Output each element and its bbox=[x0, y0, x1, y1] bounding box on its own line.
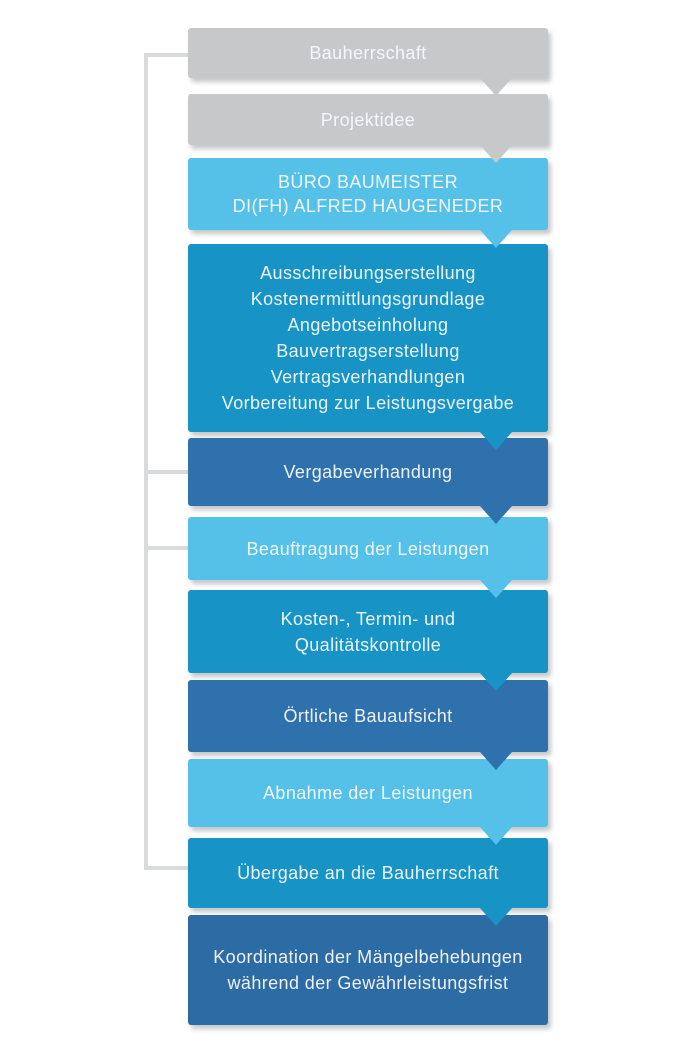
flow-box-label: Abnahme der Leistungen bbox=[263, 780, 473, 806]
flow-box-label-line: Vertragsverhandlungen bbox=[270, 367, 466, 387]
down-arrow-icon bbox=[480, 78, 512, 96]
flow-box-label: Koordination der Mängelbehebungen während… bbox=[213, 944, 522, 996]
down-arrow-icon bbox=[480, 580, 512, 598]
down-arrow-icon bbox=[480, 752, 512, 770]
flow-box-bauherrschaft: Bauherrschaft bbox=[188, 28, 548, 96]
flow-box-label-line: Qualitätskontrolle bbox=[294, 634, 442, 655]
flow-box-label-line: Bauvertragserstellung bbox=[276, 341, 460, 361]
down-arrow-icon bbox=[480, 506, 512, 524]
connector-branch-beauftragung bbox=[144, 546, 188, 550]
flow-box-label-line: BÜRO BAUMEISTER bbox=[277, 172, 458, 192]
flow-box-label-line: Örtliche Bauaufsicht bbox=[283, 706, 453, 726]
flow-box-bauaufsicht: Örtliche Bauaufsicht bbox=[188, 680, 548, 770]
flow-box-label-line: Projektidee bbox=[320, 109, 416, 130]
flow-box-buero-baumeister: BÜRO BAUMEISTER DI(FH) ALFRED HAUGENEDER bbox=[188, 158, 548, 248]
flow-box-label: Vergabeverhandung bbox=[284, 459, 453, 485]
flow-box-label-line: Abnahme der Leistungen bbox=[263, 783, 473, 803]
flow-box-label-line: Kostenermittlungsgrundlage bbox=[250, 289, 486, 309]
flow-box-label: Übergabe an die Bauherrschaft bbox=[237, 860, 499, 886]
flow-box-label: Projektidee bbox=[321, 107, 415, 133]
flow-box-label-line: Vergabeverhandung bbox=[283, 462, 453, 482]
flow-box-label-line: Kosten-, Termin- und bbox=[280, 608, 456, 629]
flow-box-maengelbehebung: Koordination der Mängelbehebungen während… bbox=[188, 915, 548, 1025]
connector-branch-uebergabe bbox=[144, 866, 188, 870]
flow-box-label-line: DI(FH) ALFRED HAUGENEDER bbox=[232, 196, 504, 216]
flow-box-label: Bauherrschaft bbox=[309, 40, 426, 66]
flow-box-label-line: Vorbereitung zur Leistungsvergabe bbox=[221, 393, 515, 413]
flow-box-label-line: Ausschreibungserstellung bbox=[260, 263, 476, 283]
flow-box-uebergabe: Übergabe an die Bauherrschaft bbox=[188, 838, 548, 926]
down-arrow-icon bbox=[480, 673, 512, 691]
flow-box-label-line: Beauftragung der Leistungen bbox=[246, 538, 490, 559]
connector-branch-vergabeverhandung bbox=[144, 470, 188, 474]
connector-branch-bauherrschaft bbox=[144, 53, 188, 57]
flow-box-label-line: Angebotseinholung bbox=[287, 315, 449, 335]
down-arrow-icon bbox=[480, 145, 512, 163]
flow-box-abnahme: Abnahme der Leistungen bbox=[188, 759, 548, 845]
flow-box-label-line: Bauherrschaft bbox=[309, 43, 427, 63]
flow-box-label-line: Übergabe an die Bauherrschaft bbox=[237, 863, 499, 883]
flow-box-label: Beauftragung der Leistungen bbox=[247, 536, 490, 562]
down-arrow-icon bbox=[480, 827, 512, 845]
down-arrow-icon bbox=[480, 908, 512, 926]
flow-box-label-line: Koordination der Mängelbehebungen bbox=[213, 947, 523, 967]
down-arrow-icon bbox=[480, 432, 512, 450]
down-arrow-icon bbox=[480, 230, 512, 248]
flow-box-label-line: während der Gewährleistungsfrist bbox=[227, 973, 509, 993]
flow-box-label: Örtliche Bauaufsicht bbox=[283, 703, 452, 729]
flow-box-label: BÜRO BAUMEISTER DI(FH) ALFRED HAUGENEDER bbox=[233, 170, 504, 218]
flow-box-beauftragung: Beauftragung der Leistungen bbox=[188, 517, 548, 598]
connector-rail-vertical bbox=[144, 53, 148, 870]
flow-box-projektidee: Projektidee bbox=[188, 94, 548, 163]
